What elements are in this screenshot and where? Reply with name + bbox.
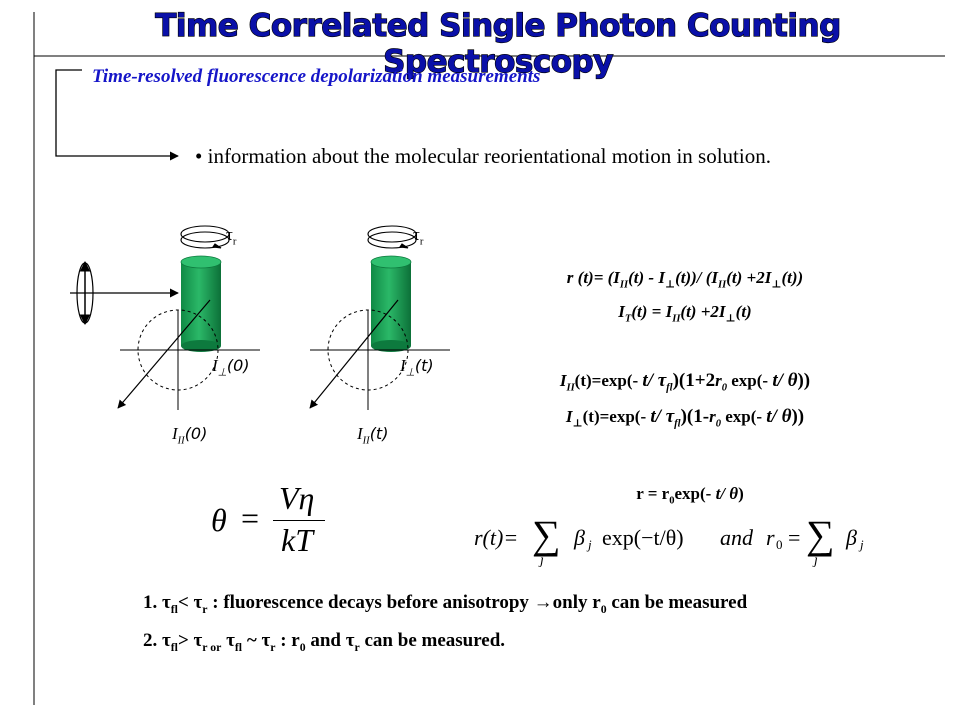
- bullet-text: information about the molecular reorient…: [207, 144, 771, 168]
- right-cylinder-icon: [370, 255, 412, 352]
- left-tau-r-label: τr: [226, 225, 237, 248]
- right-axes: [309, 299, 450, 410]
- right-i-par-label: III(t): [357, 424, 389, 447]
- i-perp-equation: I⊥(t)=exp(- t/ τfl)(1-r0 exp(- t/ θ)): [565, 406, 805, 430]
- bullet-point: • information about the molecular reorie…: [195, 144, 771, 168]
- right-i-perp-label: I⊥(t): [400, 356, 434, 379]
- left-i-perp-label: I⊥(0): [212, 356, 250, 379]
- sum-equation: r(t)= ∑ j β j exp(−t/θ) and r 0 = ∑ j β …: [474, 512, 864, 568]
- i-parallel-equation: III(t)=exp(- t/ τfl)(1+2r0 exp(- t/ θ)): [559, 370, 811, 394]
- condition-2: 2. τfl> τr or τfl ~ τr : r0 and τr can b…: [143, 630, 506, 654]
- left-cylinder-icon: [180, 255, 222, 352]
- condition-1: 1. τfl< τr : fluorescence decays before …: [143, 592, 748, 616]
- bracket-connector: [55, 69, 179, 161]
- total-intensity-equation: IT(t) = III(t) +2I⊥(t): [618, 302, 752, 325]
- left-axes: [117, 299, 260, 410]
- left-i-par-label: III(0): [172, 424, 208, 447]
- slide-subtitle: Time-resolved fluorescence depolarizatio…: [92, 66, 541, 87]
- right-tau-r-label: τr: [413, 225, 424, 248]
- r-decay-equation: r = r0exp(- t/ θ): [636, 484, 744, 507]
- right-rotation-arrow-icon: [367, 225, 417, 249]
- theta-equation: θ = Vη kT: [205, 480, 325, 560]
- left-rotation-arrow-icon: [180, 225, 230, 249]
- slide-title: Time Correlated Single Photon Counting S…: [155, 7, 842, 80]
- anisotropy-equation: r (t)= (III(t) - I⊥(t))/ (III(t) +2I⊥(t)…: [566, 268, 804, 291]
